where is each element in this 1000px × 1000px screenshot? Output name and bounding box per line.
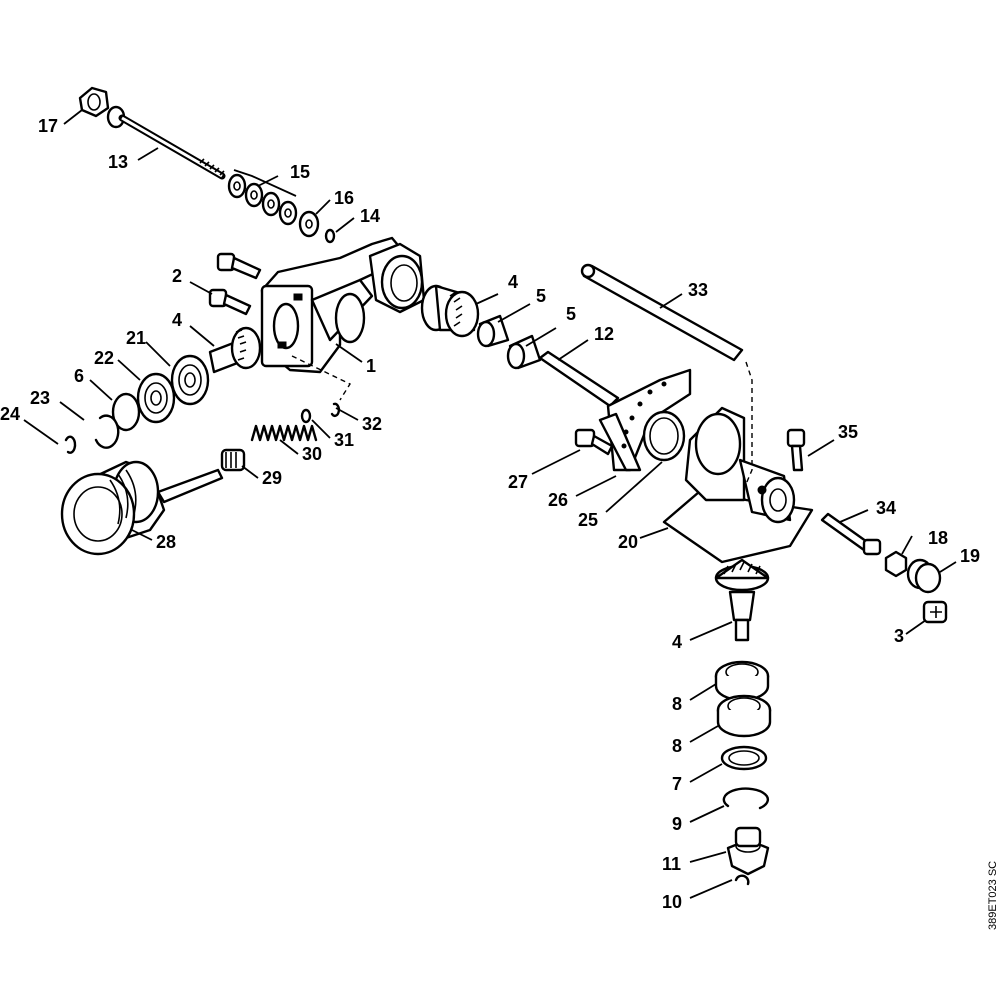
callout-28: 28 bbox=[156, 532, 176, 552]
callout-26: 26 bbox=[548, 490, 568, 510]
part-14-o-ring bbox=[324, 228, 336, 244]
part-3-screw-plug bbox=[922, 600, 948, 624]
part-17-nut bbox=[78, 86, 110, 118]
callout-20: 20 bbox=[618, 532, 638, 552]
callout-14: 14 bbox=[360, 206, 380, 226]
leader-lines bbox=[23, 109, 957, 899]
callout-4-vertical: 4 bbox=[672, 632, 682, 652]
part-35-screw bbox=[786, 428, 806, 472]
part-2-screw-upper bbox=[216, 252, 262, 280]
part-13-bolt bbox=[106, 105, 226, 180]
callout-21: 21 bbox=[126, 328, 146, 348]
part-27-screw bbox=[574, 428, 614, 456]
part-8-bearing-upper bbox=[714, 660, 770, 702]
part-4-bevel-gear-vertical bbox=[714, 558, 770, 642]
part-8-bearing-lower bbox=[716, 694, 772, 738]
callout-16: 16 bbox=[334, 188, 354, 208]
callout-18: 18 bbox=[928, 528, 948, 548]
part-6-ring bbox=[111, 392, 141, 432]
part-5-bushing-lower bbox=[506, 334, 542, 370]
callout-1: 1 bbox=[366, 356, 376, 376]
callout-30: 30 bbox=[302, 444, 322, 464]
callout-labels: 17 13 15 16 14 2 4 21 22 6 23 24 1 32 31… bbox=[0, 116, 980, 912]
callout-19: 19 bbox=[960, 546, 980, 566]
callout-5-lower: 5 bbox=[566, 304, 576, 324]
part-15-washers bbox=[227, 173, 298, 226]
callout-4-left: 4 bbox=[172, 310, 182, 330]
callout-17: 17 bbox=[38, 116, 58, 136]
callout-2: 2 bbox=[172, 266, 182, 286]
part-20-gear-housing bbox=[662, 406, 814, 564]
part-10-clip bbox=[734, 874, 750, 886]
callout-4-center: 4 bbox=[508, 272, 518, 292]
callout-6: 6 bbox=[74, 366, 84, 386]
part-5-bushing-upper bbox=[476, 314, 510, 348]
part-2-screw-lower bbox=[208, 288, 252, 316]
part-23-circlip bbox=[94, 414, 120, 449]
part-24-ring bbox=[64, 435, 77, 454]
callout-10: 10 bbox=[662, 892, 682, 912]
part-32-clip bbox=[330, 402, 341, 417]
callout-3: 3 bbox=[894, 626, 904, 646]
callout-13: 13 bbox=[108, 152, 128, 172]
callout-34: 34 bbox=[876, 498, 896, 518]
callout-15: 15 bbox=[290, 162, 310, 182]
part-4-gear-left bbox=[208, 326, 262, 374]
callout-29: 29 bbox=[262, 468, 282, 488]
assembly-guide-right bbox=[745, 361, 753, 485]
part-4-bevel-gear-center bbox=[420, 284, 480, 338]
callout-8-lower: 8 bbox=[672, 736, 682, 756]
callout-33: 33 bbox=[688, 280, 708, 300]
part-19-plug bbox=[906, 558, 942, 594]
part-16-washer bbox=[298, 210, 320, 238]
part-25-seal bbox=[642, 410, 686, 462]
part-11-pinion bbox=[726, 826, 770, 876]
part-21-bearing bbox=[170, 354, 210, 406]
callout-11: 11 bbox=[662, 854, 681, 874]
part-18-nut bbox=[884, 550, 908, 578]
drawing-reference: 389ET023 SC bbox=[987, 861, 999, 930]
callout-32: 32 bbox=[362, 414, 382, 434]
callout-12: 12 bbox=[594, 324, 614, 344]
part-22-bearing bbox=[136, 372, 176, 424]
part-12-pin bbox=[538, 350, 620, 408]
part-9-circlip bbox=[722, 787, 770, 810]
callout-24: 24 bbox=[0, 404, 20, 424]
callout-23: 23 bbox=[30, 388, 50, 408]
callout-31: 31 bbox=[334, 430, 354, 450]
part-33-rod bbox=[580, 263, 744, 362]
part-28-knob bbox=[60, 460, 224, 556]
assembly-guide-left bbox=[291, 355, 352, 401]
callout-9: 9 bbox=[672, 814, 682, 834]
callout-8-upper: 8 bbox=[672, 694, 682, 714]
part-29-nut bbox=[220, 448, 246, 472]
part-34-bolt bbox=[820, 512, 882, 556]
callout-35: 35 bbox=[838, 422, 858, 442]
part-7-washer bbox=[720, 745, 768, 771]
callout-5-upper: 5 bbox=[536, 286, 546, 306]
callout-25: 25 bbox=[578, 510, 598, 530]
callout-27: 27 bbox=[508, 472, 528, 492]
part-31-ring bbox=[300, 408, 312, 424]
callout-7: 7 bbox=[672, 774, 682, 794]
callout-22: 22 bbox=[94, 348, 114, 368]
part-1-housing bbox=[260, 236, 426, 374]
part-30-spring bbox=[250, 424, 318, 442]
